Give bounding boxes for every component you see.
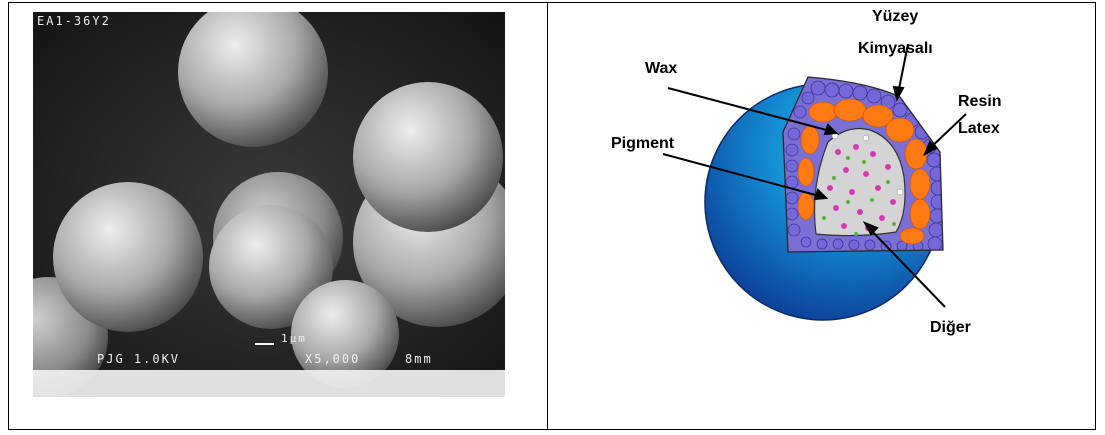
core xyxy=(815,129,906,236)
sem-voltage-label: PJG 1.0KV xyxy=(97,352,180,366)
toner-particle-diagram: Yüzey Kimyasalı Wax Resin Latex Pigment … xyxy=(548,2,1096,430)
sphere xyxy=(353,82,503,232)
sphere xyxy=(53,182,203,332)
label-wax: Wax xyxy=(645,60,677,77)
sem-micrograph: EA1-36Y2 1µm PJG 1.0KV X5,000 8mm xyxy=(33,12,505,397)
sem-sample-label: EA1-36Y2 xyxy=(37,14,111,28)
sem-working-distance-label: 8mm xyxy=(405,352,433,366)
label-resin: Resin xyxy=(958,93,1002,110)
sem-magnification-label: X5,000 xyxy=(305,352,360,366)
label-other: Diğer xyxy=(930,319,971,336)
sem-scale-label: 1µm xyxy=(281,332,307,345)
label-surface-chemistry: Kimyasalı xyxy=(858,40,933,57)
label-surface: Yüzey xyxy=(872,8,918,25)
label-latex: Latex xyxy=(958,120,1000,137)
label-pigment: Pigment xyxy=(611,135,675,152)
sem-spheres-image xyxy=(33,12,505,397)
